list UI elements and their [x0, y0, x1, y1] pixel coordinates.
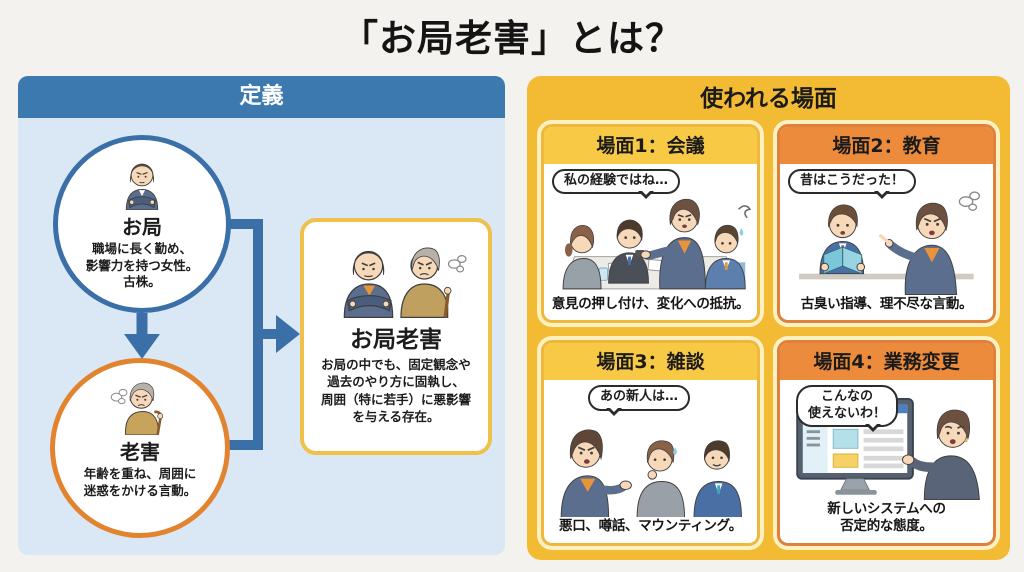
flow-connector-arrows	[124, 219, 300, 450]
rougai-desc: 年齢を重ね、周囲に 迷惑をかける言動。	[83, 466, 197, 498]
scene-card-education: 場面2：教育 昔はこうだった！	[773, 120, 1000, 328]
scene-card-gossip: 場面3：雑談 あの新人は…	[537, 336, 764, 550]
scene4-caption: 新しいシステムへの 否定的な態度。	[827, 500, 946, 535]
scene2-caption: 古臭い指導、理不尽な言動。	[800, 295, 973, 312]
scene4-title: 場面4：業務変更	[780, 343, 993, 381]
scene1-caption: 意見の押し付け、変化への抵抗。	[551, 295, 750, 312]
rougai-man-illustration	[110, 382, 164, 435]
sweat-drop-icon	[739, 228, 744, 236]
rougai-title: 老害	[120, 440, 160, 464]
otsubone-rougai-title: お局老害	[350, 327, 442, 353]
page-title: 「お局老害」とは？	[341, 17, 683, 60]
usage-panel: 使われる場面 場面1：会議 私の経験ではね…	[527, 76, 1010, 560]
rougai-circle: 老害 年齢を重ね、周囲に 迷惑をかける言動。	[50, 358, 230, 538]
otsubone-title: お局	[122, 215, 162, 239]
huff-puff-icon	[110, 388, 128, 405]
meeting-illustration	[562, 199, 752, 290]
education-illustration	[799, 191, 981, 295]
otsubone-desc: 職場に長く勤め、 影響力を持つ女性。 古株。	[85, 241, 199, 289]
speech-bubble: あの新人は…	[588, 385, 691, 416]
down-arrow-icon	[124, 334, 160, 359]
speech-bubble: こんなの 使えないわ！	[796, 385, 899, 432]
otsubone-rougai-pair-illustration	[343, 247, 467, 318]
definition-panel-header: 定義	[18, 76, 505, 118]
usage-panel-header: 使われる場面	[700, 86, 837, 112]
otsubone-woman-illustration	[125, 163, 159, 210]
otsubone-circle: お局 職場に長く勤め、 影響力を持つ女性。 古株。	[53, 135, 231, 313]
speech-bubble: 私の経験ではね…	[552, 169, 681, 200]
scene-cards-grid: 場面1：会議 私の経験ではね…	[537, 120, 1000, 550]
otsubone-rougai-box: お局老害 お局の中でも、固定観念や 過去のやり方に固執し、 周囲（特に若手）に悪…	[300, 218, 492, 455]
definition-panel: 定義	[18, 76, 505, 555]
scene-card-meeting: 場面1：会議 私の経験ではね…	[537, 120, 764, 328]
sweat-drop-icon	[673, 447, 678, 455]
huff-puff-icon	[447, 255, 467, 273]
scene3-title: 場面3：雑談	[544, 343, 757, 381]
definition-panel-body: お局 職場に長く勤め、 影響力を持つ女性。 古株。	[18, 118, 505, 555]
computer-rejection-illustration	[796, 398, 980, 500]
otsubone-rougai-desc: お局の中でも、固定観念や 過去のやり方に固執し、 周囲（特に若手）に悪影響 を与…	[320, 357, 471, 424]
scene-card-system-change: 場面4：業務変更 こんなの 使えないわ！	[773, 336, 1000, 550]
huff-puff-icon	[958, 191, 981, 212]
squiggle-icon	[738, 205, 752, 219]
scene1-title: 場面1：会議	[544, 127, 757, 164]
right-arrow-icon	[276, 315, 300, 353]
speech-bubble: 昔はこうだった！	[788, 169, 917, 200]
scene2-title: 場面2：教育	[780, 127, 993, 164]
scene3-caption: 悪口、噂話、マウンティング。	[559, 518, 742, 535]
gossip-illustration	[560, 429, 743, 518]
